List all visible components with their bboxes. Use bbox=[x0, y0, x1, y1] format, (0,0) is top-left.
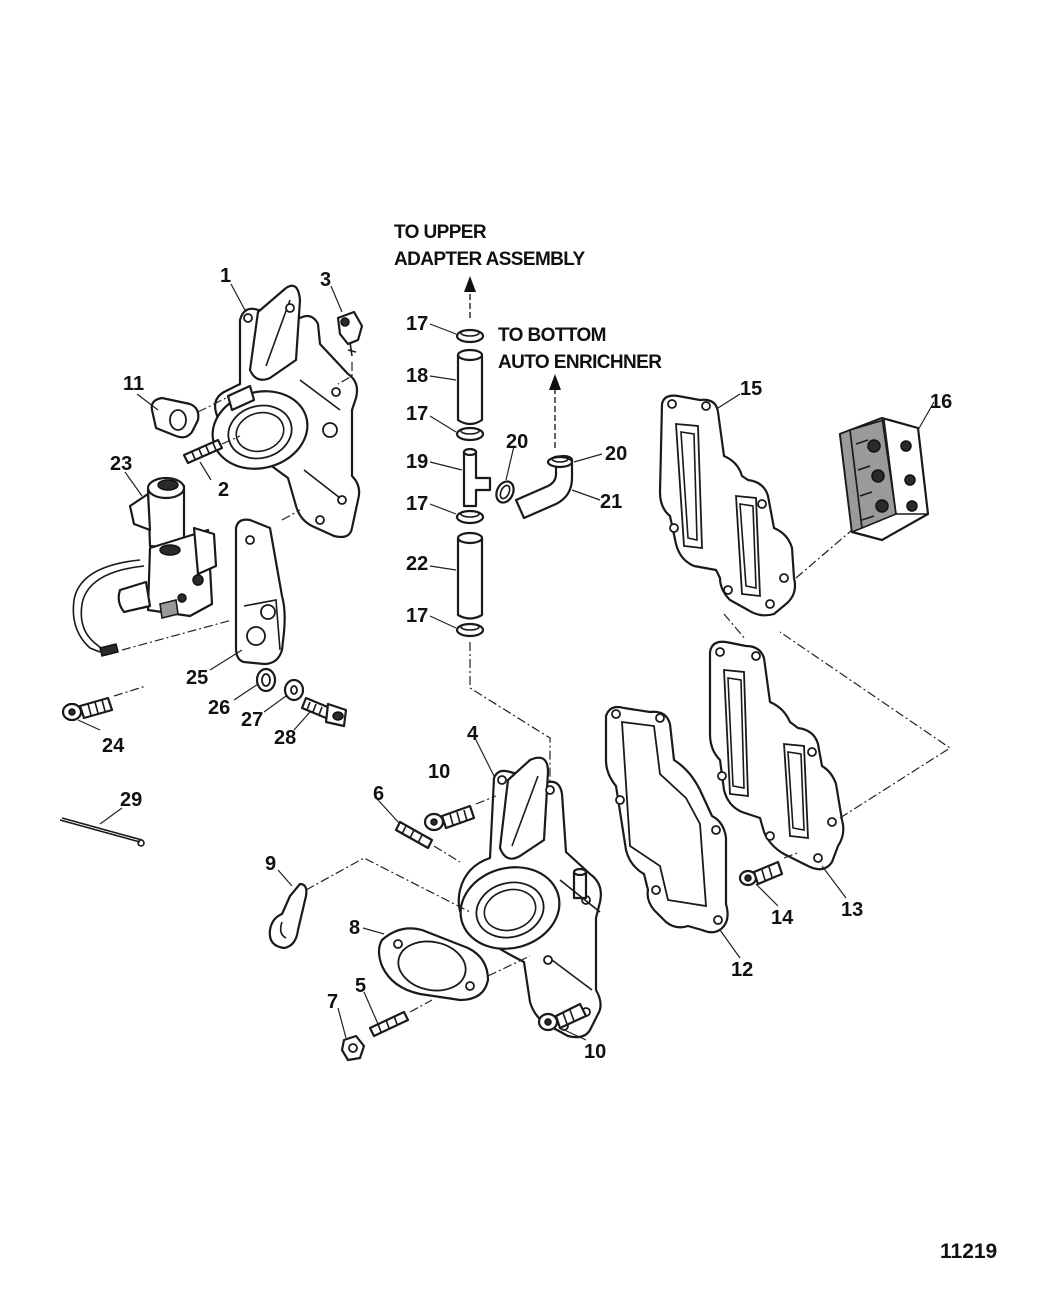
callout-13: 13 bbox=[841, 899, 863, 921]
stud-part-6 bbox=[394, 820, 461, 863]
callout-17-b: 17 bbox=[406, 403, 428, 425]
callout-1: 1 bbox=[220, 265, 231, 287]
callout-10-top: 10 bbox=[428, 761, 450, 783]
reed-block-part-16 bbox=[838, 416, 930, 542]
callout-24: 24 bbox=[102, 735, 125, 757]
callout-2: 2 bbox=[218, 479, 229, 501]
callout-20-b: 20 bbox=[605, 443, 627, 465]
bottom-enrichner-note-line1: TO BOTTOM bbox=[498, 325, 606, 346]
callout-27: 27 bbox=[241, 709, 263, 731]
reed-plate-part-13 bbox=[708, 640, 845, 871]
screw-part-24 bbox=[61, 685, 147, 722]
callout-7: 7 bbox=[327, 991, 338, 1013]
callout-11: 11 bbox=[123, 373, 144, 395]
bolt-part-28 bbox=[300, 696, 348, 728]
callout-10-bottom: 10 bbox=[584, 1041, 606, 1063]
nut-part-7 bbox=[340, 1034, 366, 1062]
arrow-to-bottom-enrichner bbox=[549, 374, 561, 448]
callout-3: 3 bbox=[320, 269, 331, 291]
dashline-15-to-16 bbox=[795, 529, 853, 579]
callout-14: 14 bbox=[771, 907, 794, 929]
clip-part-11 bbox=[150, 395, 231, 439]
washer-part-27 bbox=[283, 678, 305, 702]
lower-adapter-part-4 bbox=[457, 756, 602, 1039]
callout-29: 29 bbox=[120, 789, 142, 811]
gasket-part-15 bbox=[658, 394, 797, 617]
dashline-13-to-15 bbox=[779, 631, 952, 819]
leader-lines bbox=[77, 283, 935, 1041]
wire-part-29 bbox=[59, 817, 145, 847]
upper-adapter-part-1 bbox=[211, 284, 361, 539]
callout-12: 12 bbox=[731, 959, 753, 981]
bottom-enrichner-note-line2: AUTO ENRICHNER bbox=[498, 352, 662, 373]
stud-part-5 bbox=[368, 999, 433, 1038]
callout-19: 19 bbox=[406, 451, 428, 473]
callout-17-c: 17 bbox=[406, 493, 428, 515]
screw-part-10-bottom bbox=[537, 1002, 588, 1032]
upper-adapter-note-line1: TO UPPER bbox=[394, 222, 487, 243]
dashline-15-to-13 bbox=[723, 613, 747, 641]
callout-25: 25 bbox=[186, 667, 208, 689]
callout-26: 26 bbox=[208, 697, 230, 719]
callout-8: 8 bbox=[349, 917, 360, 939]
callout-17-d: 17 bbox=[406, 605, 428, 627]
bracket-part-25 bbox=[234, 509, 301, 666]
callout-4: 4 bbox=[467, 723, 479, 745]
stud-part-2 bbox=[182, 435, 241, 465]
arrow-to-upper-adapter bbox=[464, 276, 476, 318]
callout-21: 21 bbox=[600, 491, 622, 513]
fitting-part-3 bbox=[336, 310, 364, 385]
callout-18: 18 bbox=[406, 365, 428, 387]
callout-16: 16 bbox=[930, 391, 952, 413]
callout-22: 22 bbox=[406, 553, 428, 575]
screw-part-14 bbox=[738, 851, 801, 887]
callout-17-a: 17 bbox=[406, 313, 428, 335]
gasket-part-8 bbox=[377, 927, 531, 1002]
callout-15: 15 bbox=[740, 378, 762, 400]
upper-adapter-note-line2: ADAPTER ASSEMBLY bbox=[394, 249, 586, 270]
callout-23: 23 bbox=[110, 453, 132, 475]
callout-9: 9 bbox=[265, 853, 276, 875]
callout-20-a: 20 bbox=[506, 431, 528, 453]
callout-28: 28 bbox=[274, 727, 296, 749]
clip-part-9 bbox=[268, 857, 471, 950]
callout-6: 6 bbox=[373, 783, 384, 805]
callout-5: 5 bbox=[355, 975, 366, 997]
bushing-part-26 bbox=[255, 667, 277, 693]
gasket-part-12 bbox=[604, 705, 729, 934]
figure-number: 11219 bbox=[940, 1240, 997, 1263]
screw-part-10-top bbox=[423, 795, 497, 832]
valve-assembly-part-23 bbox=[72, 476, 233, 657]
hose-assembly bbox=[455, 328, 574, 838]
